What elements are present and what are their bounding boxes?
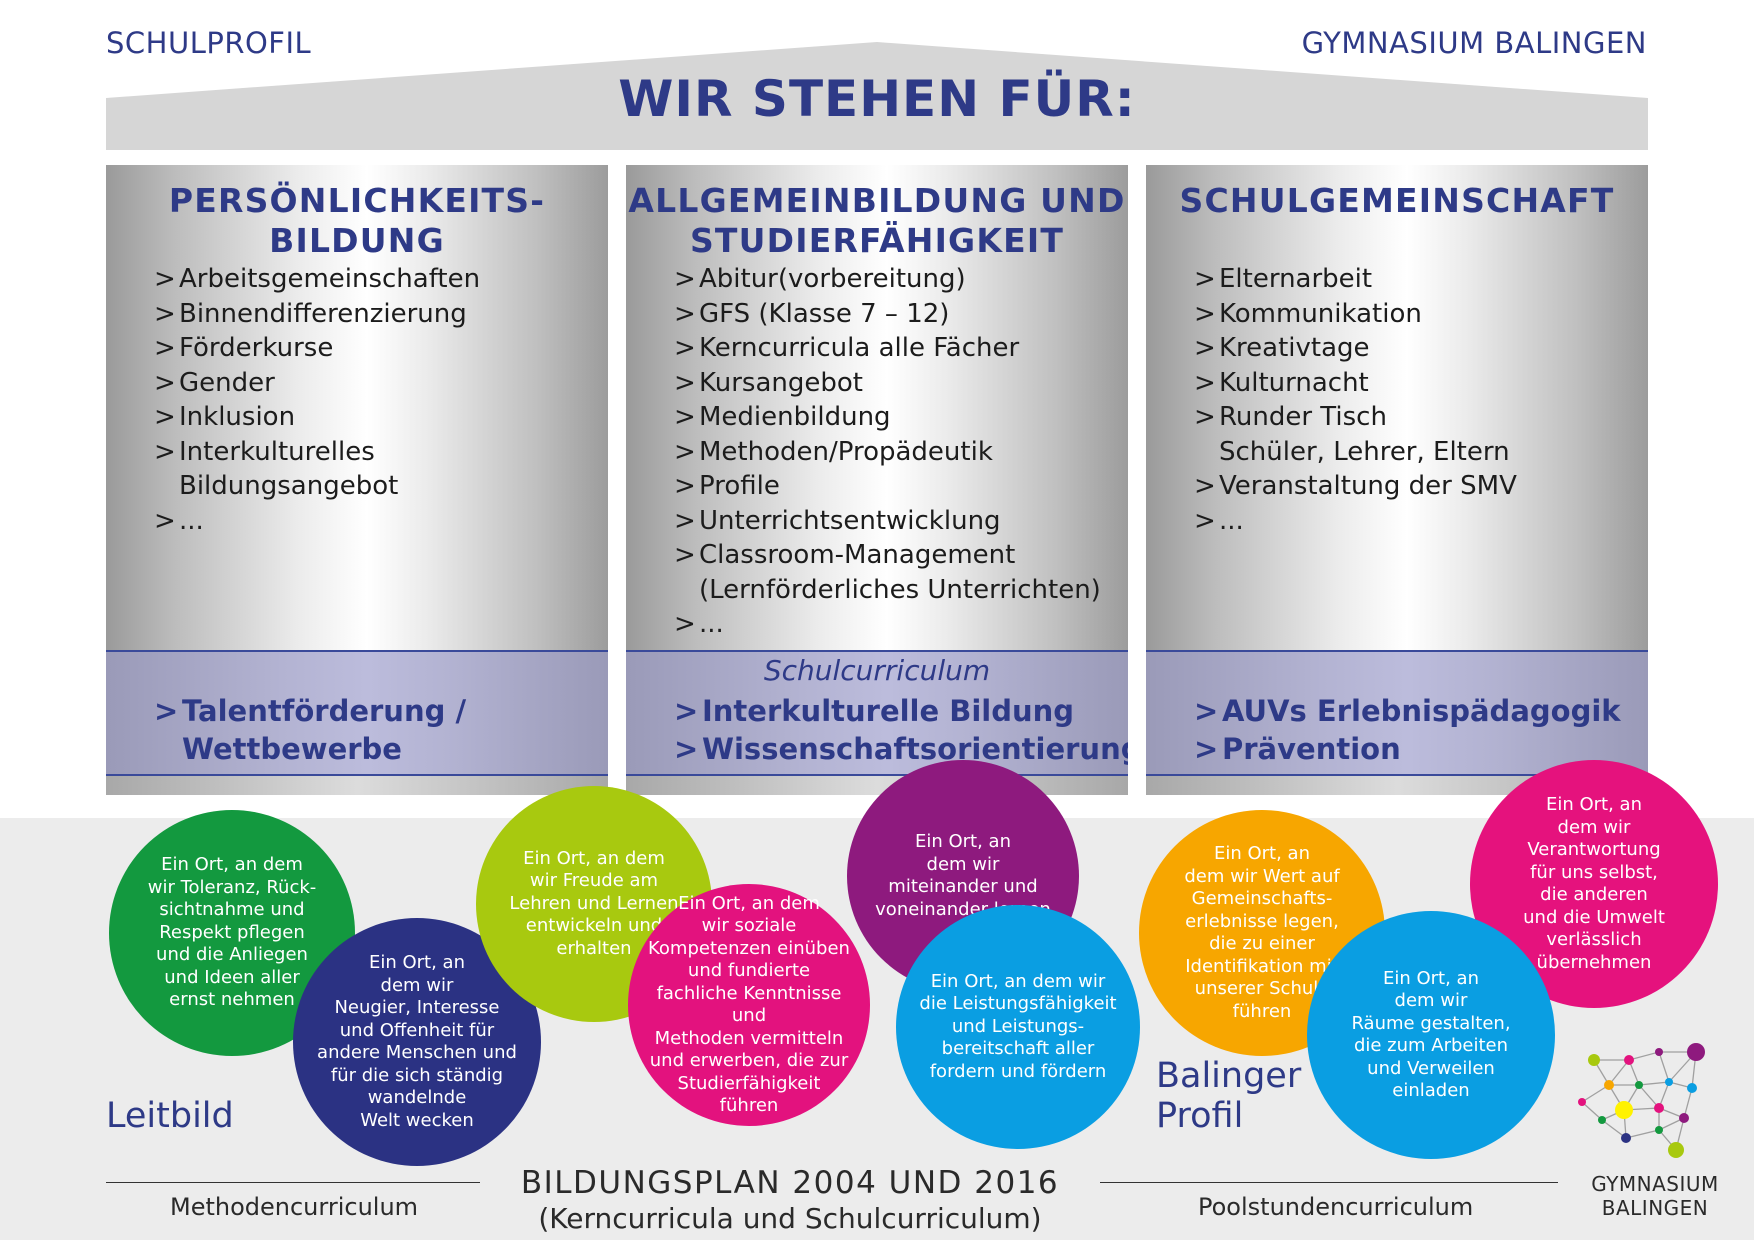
profil-circle-raeume: Ein Ort, an dem wir Räume gestalten, die… [1307, 911, 1555, 1159]
logo-text: GYMNASIUM BALINGEN [1591, 1172, 1719, 1220]
leitbild-circle-freude: Ein Ort, an dem wir Freude am Lehren und… [476, 786, 712, 1022]
list-item: >Prävention [1194, 732, 1401, 766]
pillar-footer-list: >AUVs Erlebnispädagogik >Prävention [1194, 692, 1621, 768]
list-item: >Inklusion [154, 402, 296, 432]
pillar-schulgemeinschaft: SCHULGEMEINSCHAFT >Elternarbeit >Kommuni… [1146, 165, 1648, 795]
list-item: >Kerncurricula alle Fächer [674, 333, 1020, 363]
network-logo-icon [1578, 1043, 1705, 1158]
list-item: >Kursangebot [674, 367, 863, 398]
bildungsplan-subtitle: (Kerncurricula und Schulcurriculum) [538, 1202, 1042, 1235]
profil-circle-gemeinschaft: Ein Ort, an dem wir Wert auf Gemeinschaf… [1139, 810, 1385, 1056]
leitbild-circle-leistung: Ein Ort, an dem wir die Leistungsfähigke… [896, 905, 1140, 1149]
list-item: >... [674, 609, 724, 639]
list-item: >Interkulturelles Bildungsangebot [154, 436, 399, 502]
divider [1146, 774, 1648, 776]
header-right-label: GYMNASIUM BALINGEN [1301, 26, 1647, 60]
list-item: >Runder Tisch Schüler, Lehrer, Eltern [1194, 402, 1510, 467]
list-item: >... [1194, 505, 1244, 536]
pillar-list: >Abitur(vorbereitung) >GFS (Klasse 7 – 1… [674, 262, 1101, 642]
list-item: >Veranstaltung der SMV [1194, 471, 1517, 501]
page-title: WIR STEHEN FÜR: [618, 70, 1136, 128]
list-item: >Talentförderung / Wettbewerbe [154, 694, 467, 766]
list-item: >Elternarbeit [1194, 264, 1373, 294]
list-item: >AUVs Erlebnispädagogik [1194, 694, 1621, 728]
leitbild-circle-kompetenzen: Ein Ort, an dem wir soziale Kompetenzen … [628, 884, 870, 1126]
divider [106, 774, 608, 776]
list-item: >Binnendifferenzierung [154, 298, 467, 329]
list-item: >Classroom-Management (Lernförderliches … [674, 540, 1101, 605]
leitbild-label: Leitbild [106, 1096, 234, 1136]
bildungsplan-title: BILDUNGSPLAN 2004 UND 2016 [520, 1165, 1060, 1201]
leitbild-circle-toleranz: Ein Ort, an dem wir Toleranz, Rück- sich… [109, 810, 355, 1056]
pillar-allgemeinbildung: ALLGEMEINBILDUNG UND STUDIERFÄHIGKEIT >A… [626, 165, 1128, 795]
leitbild-circle-neugier: Ein Ort, an dem wir Neugier, Interesse u… [293, 918, 541, 1166]
pillar-list: >Elternarbeit >Kommunikation >Kreativtag… [1194, 262, 1517, 538]
pillar-footer: >AUVs Erlebnispädagogik >Prävention [1146, 650, 1648, 795]
header-left-label: SCHULPROFIL [106, 26, 312, 60]
divider-left [106, 1182, 480, 1183]
pillar-footer: Schulcurriculum >Interkulturelle Bildung… [626, 650, 1128, 795]
list-item: >GFS (Klasse 7 – 12) [674, 298, 950, 329]
divider [626, 774, 1128, 776]
list-item: >Unterrichtsentwicklung [674, 505, 1001, 536]
balinger-profil-label: Balinger Profil [1156, 1056, 1302, 1136]
pillar-footer-list: >Talentförderung / Wettbewerbe [154, 692, 466, 768]
pillar-list: >Arbeitsgemeinschaften >Binnendifferenzi… [154, 262, 480, 538]
list-item: >Arbeitsgemeinschaften [154, 264, 481, 294]
list-item: >... [154, 505, 204, 536]
pillar-base [106, 776, 608, 795]
list-item: >Gender [154, 367, 275, 398]
list-item: >Wissenschaftsorientierung [674, 732, 1128, 766]
pillar-persoenlichkeitsbildung: PERSÖNLICHKEITS- BILDUNG >Arbeitsgemeins… [106, 165, 608, 795]
pillar-title: SCHULGEMEINSCHAFT [1179, 181, 1615, 220]
list-item: >Förderkurse [154, 333, 334, 363]
methodencurriculum-label: Methodencurriculum [170, 1193, 419, 1221]
list-item: >Kommunikation [1194, 298, 1422, 329]
pillar-footer-list: >Interkulturelle Bildung >Wissenschaftso… [674, 692, 1128, 768]
divider-right [1100, 1182, 1558, 1183]
pillar-footer: >Talentförderung / Wettbewerbe [106, 650, 608, 795]
pillar-base [626, 776, 1128, 795]
list-item: >Kulturnacht [1194, 367, 1369, 398]
list-item: >Interkulturelle Bildung [674, 694, 1075, 728]
list-item: >Medienbildung [674, 402, 891, 432]
list-item: >Methoden/Propädeutik [674, 436, 993, 467]
profil-circle-verantwortung: Ein Ort, an dem wir Verantwortung für un… [1470, 760, 1718, 1008]
pillar-title: PERSÖNLICHKEITS- BILDUNG [168, 181, 546, 260]
roof-shape [106, 42, 1648, 150]
list-item: >Profile [674, 471, 780, 501]
pillar-title: ALLGEMEINBILDUNG UND STUDIERFÄHIGKEIT [628, 181, 1126, 260]
schulcurriculum-label: Schulcurriculum [763, 654, 991, 687]
list-item: >Abitur(vorbereitung) [674, 264, 966, 294]
poolstundencurriculum-label: Poolstundencurriculum [1198, 1193, 1474, 1221]
list-item: >Kreativtage [1194, 333, 1370, 363]
